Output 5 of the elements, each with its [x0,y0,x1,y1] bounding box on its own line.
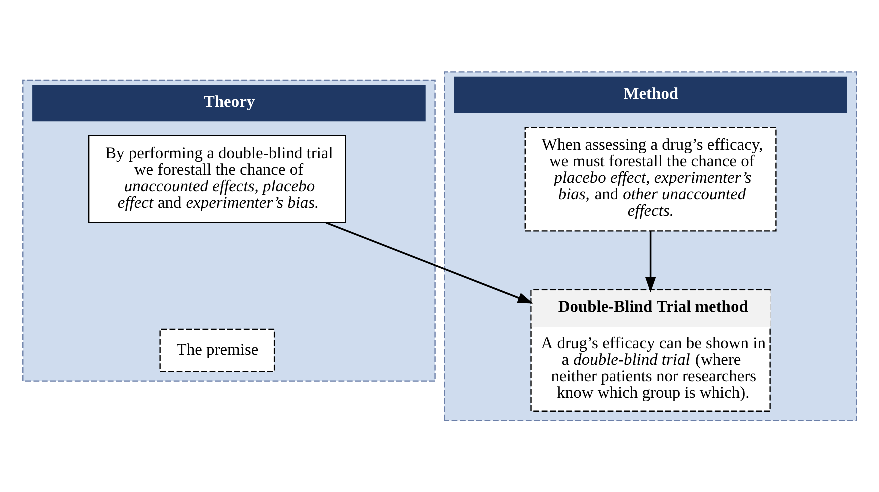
node-box: When assessing a drug’s efficacy, we must forestall the chance of placebo effect, experimenter’s bias, and other unaccounted effects. [524,126,776,232]
arrow [644,230,656,292]
node-box: The premise [159,328,275,372]
arrow [325,222,533,304]
node-box: By performing a double-blind trial we forestall the chance of unaccounted effects, placebo effect and experimenter’s bias. [88,134,346,224]
